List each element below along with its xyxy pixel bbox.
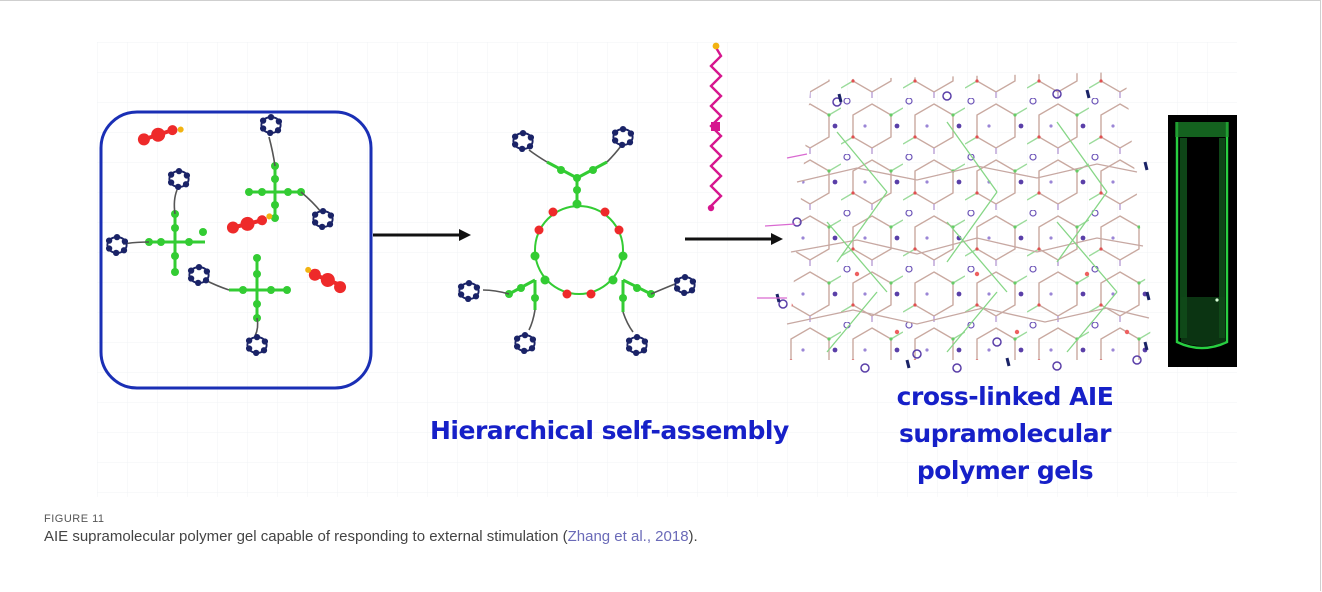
- figure-image: Hierarchical self-assembly cross-linked …: [97, 42, 1237, 497]
- tetra-monomer: [186, 254, 291, 358]
- monomer-box: [99, 110, 373, 390]
- label-crosslinked-gels: cross-linked AIE supramolecular polymer …: [850, 378, 1160, 489]
- macrocycle-ring: [530, 199, 628, 299]
- fluorescent-vial: [1168, 115, 1237, 367]
- crosslinked-network: [757, 72, 1153, 373]
- citation-link[interactable]: Zhang et al., 2018: [567, 528, 689, 545]
- arrow-2: [685, 233, 783, 245]
- red-linker: [226, 213, 273, 234]
- monomer-mixture: [99, 110, 373, 390]
- caption-text-start: AIE supramolecular polymer gel capable o…: [44, 528, 568, 545]
- label-gel-line: supramolecular: [899, 419, 1111, 448]
- red-linker: [137, 125, 184, 146]
- tetra-monomer: [245, 112, 336, 232]
- tetra-monomer: [104, 166, 207, 276]
- magenta-chain: [707, 42, 723, 212]
- red-linker: [305, 266, 347, 294]
- arrow-1: [373, 229, 471, 241]
- caption-text-end: ).: [688, 528, 698, 545]
- figure-caption: AIE supramolecular polymer gel capable o…: [44, 528, 698, 545]
- label-hierarchical-self-assembly: Hierarchical self-assembly: [430, 416, 789, 445]
- label-gel-line: cross-linked AIE: [896, 382, 1114, 411]
- diagram-svg: [97, 42, 1237, 497]
- macrocycle: [456, 124, 698, 358]
- label-gel-line: polymer gels: [916, 456, 1094, 485]
- figure-label: FIGURE 11: [44, 513, 105, 525]
